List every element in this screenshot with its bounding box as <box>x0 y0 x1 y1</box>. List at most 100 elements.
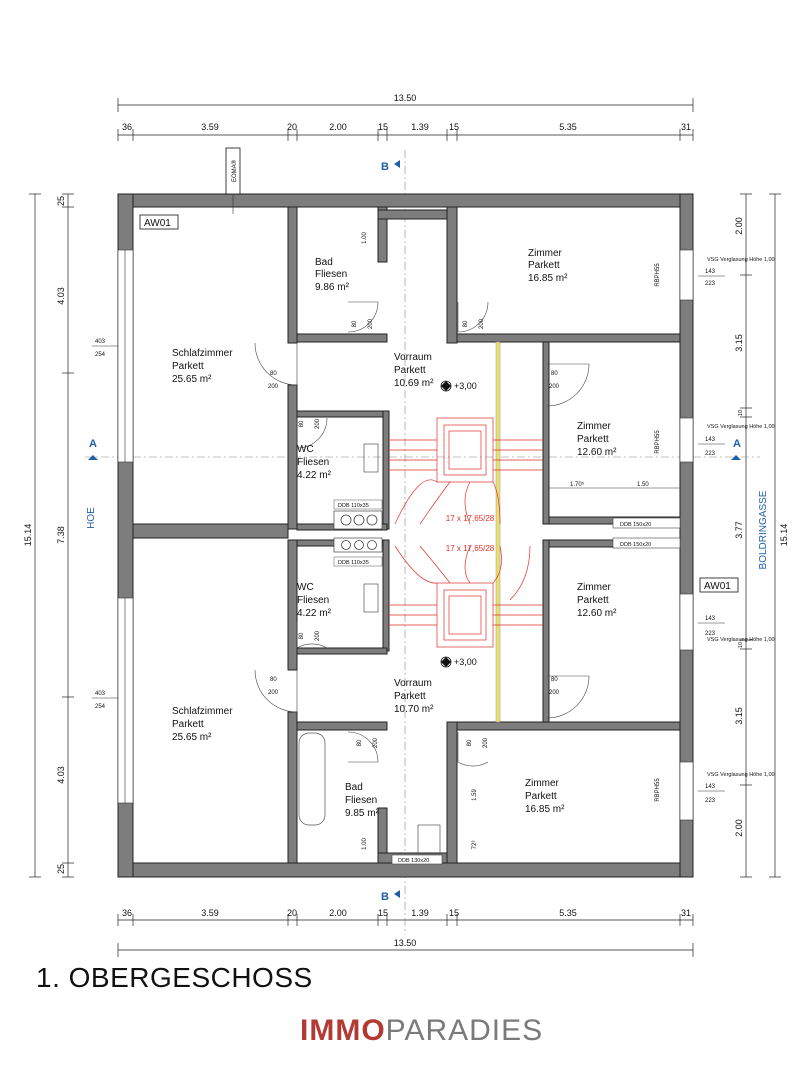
room-name: Vorraum <box>394 352 432 363</box>
wc-bottom-sink <box>363 583 379 613</box>
wall-int-15 <box>296 647 388 655</box>
room-area: 9.85 m² <box>345 808 380 819</box>
svg-text:AW01: AW01 <box>704 581 731 592</box>
top-total-dim: 13.50 <box>394 93 417 103</box>
wall-int-14 <box>382 539 390 652</box>
bottom-dim-20: 20 <box>287 908 297 918</box>
room-floor: Parkett <box>528 260 560 271</box>
door-h: 200 <box>549 690 560 696</box>
wall-int-5 <box>296 333 388 343</box>
room-vorraum-bottom: Vorraum Parkett 10.70 m² <box>394 678 434 715</box>
room-area: 12.60 m² <box>577 608 617 619</box>
section-a-left: A <box>89 438 97 450</box>
door-h: 200 <box>315 418 321 429</box>
window-right-3 <box>679 593 694 651</box>
window-left-bottom <box>117 597 134 804</box>
wall-right <box>679 193 694 878</box>
window-left-top <box>117 249 134 463</box>
window-notes-left-top: 403 254 <box>92 339 118 358</box>
door-h: 200 <box>368 318 374 329</box>
left-dim-403a: 4.03 <box>56 287 66 305</box>
right-dim-10b: 10 <box>738 642 744 648</box>
wall-int-7 <box>456 333 681 343</box>
door-w: 80 <box>551 677 558 683</box>
dim-159: 1.59 <box>472 789 478 801</box>
bottom-dim-200: 2.00 <box>329 908 347 918</box>
interior-walls <box>287 206 681 864</box>
door-h: 200 <box>373 737 379 748</box>
wall-bottom <box>117 862 694 878</box>
room-floor: Fliesen <box>345 795 377 806</box>
room-name: Zimmer <box>525 778 560 789</box>
floor-title: 1. OBERGESCHOSS <box>36 962 313 993</box>
company-logo: IMMOPARADIES <box>300 1014 543 1058</box>
svg-text:AW01: AW01 <box>144 218 171 229</box>
section-b-bottom-arrow <box>394 890 400 898</box>
wall-int-6 <box>446 206 458 344</box>
door-h: 200 <box>483 737 489 748</box>
wall-int-20 <box>296 721 388 731</box>
ddb-box-2 <box>333 556 383 567</box>
room-vorraum-top: Vorraum Parkett 10.69 m² <box>394 352 434 389</box>
window-right-4 <box>679 761 694 821</box>
rbph: RBPH55 <box>655 778 661 802</box>
window-notes-left-bottom: 403 254 <box>92 691 118 710</box>
level-text: +3,00 <box>454 657 477 667</box>
level-marker-top: +3,00 <box>440 380 477 392</box>
wall-int-4 <box>287 711 298 864</box>
win-h: 254 <box>95 704 106 710</box>
room-name: Zimmer <box>577 421 612 432</box>
dim-150: 1.50 <box>637 482 649 488</box>
svg-text:DDB 150x20: DDB 150x20 <box>620 522 651 528</box>
window-notes-right-1: VSG Verglasung Höhe 1,00 143 223 RBPH55 <box>655 257 775 287</box>
room-floor: Parkett <box>577 434 609 445</box>
ddb-box-3 <box>612 517 681 529</box>
wall-int-8 <box>377 206 388 263</box>
left-dim-25b: 25 <box>56 864 66 874</box>
staircase: 17 x 17,65/28 17 x 17,65/28 <box>387 417 543 648</box>
room-floor: Parkett <box>577 595 609 606</box>
street-label-left: HOE <box>86 507 97 529</box>
room-name: Bad <box>345 782 363 793</box>
wall-int-16 <box>542 341 550 525</box>
room-area: 4.22 m² <box>297 608 332 619</box>
vsg: VSG Verglasung Höhe 1,00 <box>707 424 775 430</box>
door-h: 200 <box>549 384 560 390</box>
room-area: 9.86 m² <box>315 282 350 293</box>
section-a-right-arrow <box>731 455 741 460</box>
door-w: 80 <box>270 677 277 683</box>
room-area: 16.85 m² <box>528 273 568 284</box>
bottom-dim-535: 5.35 <box>559 908 577 918</box>
wall-int-21 <box>456 721 681 731</box>
windows <box>117 249 694 821</box>
stove-bottom <box>333 537 383 553</box>
bottom-dim-359: 3.59 <box>201 908 219 918</box>
room-bad-bottom: Bad Fliesen 9.85 m² <box>345 782 380 819</box>
height: 223 <box>705 798 716 804</box>
tag-aw01-top: AW01 <box>139 214 179 230</box>
sill: 143 <box>705 269 716 275</box>
door-w: 80 <box>551 371 558 377</box>
dim-1705: 1.70⁵ <box>570 481 585 488</box>
right-dim-10a: 10 <box>738 410 744 416</box>
right-dimensions: 2.00 3.15 10 3.77 10 3.15 2.00 15.14 <box>734 193 789 878</box>
door-h: 200 <box>315 630 321 641</box>
room-wc-top: WC Fliesen 4.22 m² <box>297 444 332 481</box>
door-notes: 80 200 80 200 80 200 80 200 80 200 80 20… <box>268 318 560 748</box>
room-floor: Parkett <box>394 365 426 376</box>
room-zimmer-top-right: Zimmer Parkett 16.85 m² <box>528 248 568 284</box>
top-dim-15a: 15 <box>378 122 388 132</box>
room-zimmer-mid-bottom: Zimmer Parkett 12.60 m² <box>577 582 617 619</box>
room-bad-top: Bad Fliesen 9.86 m² <box>315 257 350 293</box>
top-dim-31: 31 <box>681 122 691 132</box>
bath-sink <box>417 824 441 856</box>
dim-100-bottom: 1.00 <box>362 838 368 850</box>
left-total-dim: 15.14 <box>23 524 33 547</box>
tag-eoma: EOMA® <box>225 147 241 214</box>
vsg: VSG Verglasung Höhe 1,00 <box>707 772 775 778</box>
window-right-1 <box>679 249 694 301</box>
doors <box>254 301 590 767</box>
wall-int-22 <box>446 721 458 864</box>
room-name: Schlafzimmer <box>172 348 233 359</box>
